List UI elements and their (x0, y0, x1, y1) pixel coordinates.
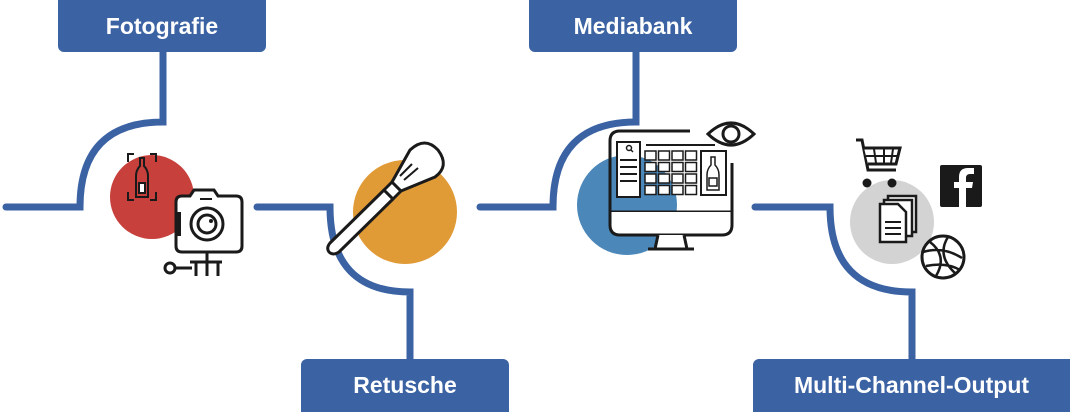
image-grid (644, 150, 698, 196)
mediabank-illustration (577, 121, 757, 255)
grid-tile (671, 150, 684, 161)
connector-retusche (253, 203, 414, 364)
fotografie-illustration (110, 153, 244, 276)
retusche-circle (353, 160, 457, 264)
bottle-icon (706, 156, 720, 191)
brush-icon (326, 141, 445, 256)
camera-icon (174, 188, 244, 254)
fotografie-circle (110, 155, 194, 239)
label-fotografie: Fotografie (58, 0, 266, 52)
grid-tile (684, 184, 698, 196)
facebook-icon (940, 165, 982, 207)
grid-tile (657, 161, 671, 173)
label-retusche: Retusche (301, 359, 509, 412)
shopping-cart-icon (856, 138, 902, 188)
grid-tile (644, 173, 657, 184)
connector-output (751, 203, 916, 364)
globe-icon (920, 234, 966, 280)
documents-icon (878, 194, 918, 244)
bottle-icon (127, 153, 157, 201)
label-output: Multi-Channel-Output (753, 359, 1070, 412)
connector-mediabank (476, 46, 640, 211)
grid-tile (644, 161, 657, 173)
search-icon (625, 144, 634, 153)
grid-tile (684, 150, 698, 161)
grid-tile (671, 173, 684, 184)
grid-tile (657, 184, 671, 196)
retusche-illustration (326, 141, 457, 264)
tripod-icon (163, 252, 222, 276)
connector-fotografie (2, 46, 167, 211)
label-mediabank: Mediabank (529, 0, 737, 52)
grid-tile (657, 150, 671, 161)
grid-tile (684, 161, 698, 173)
eye-icon (705, 121, 757, 147)
output-illustration (850, 138, 982, 280)
grid-tile (684, 173, 698, 184)
grid-tile (671, 161, 684, 173)
grid-tile (671, 184, 684, 196)
grid-tile (644, 150, 657, 161)
grid-tile (644, 184, 657, 196)
grid-tile (657, 173, 671, 184)
